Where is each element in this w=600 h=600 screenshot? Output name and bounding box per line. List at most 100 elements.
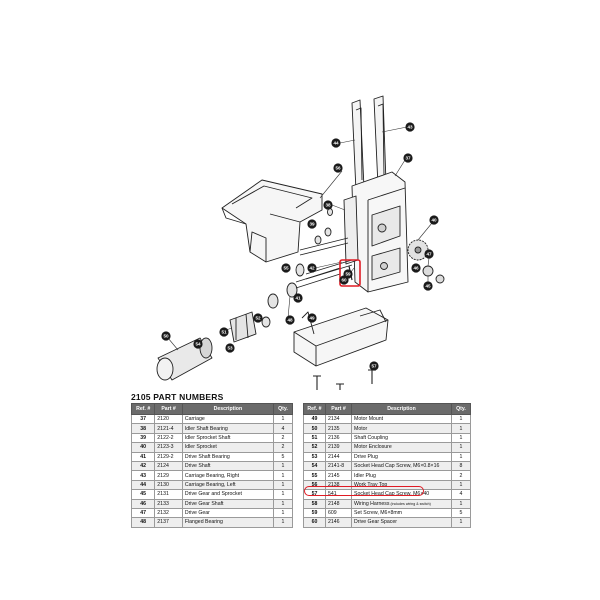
cell-part: 609 [325, 507, 352, 519]
callout-label: 52 [255, 316, 261, 321]
callout-label: 43 [407, 125, 413, 130]
cell-qty: 1 [272, 460, 294, 472]
callout-54: 54 [193, 339, 203, 349]
cell-description: Carriage [181, 413, 274, 425]
cell-qty: 1 [272, 507, 294, 519]
cell-ref: 39 [130, 432, 156, 444]
cell-description: Drive Gear Spacer [351, 517, 452, 528]
cell-description: Idler Plug [351, 470, 452, 481]
callout-bubble [307, 219, 317, 229]
callout-bubble [281, 263, 291, 273]
cell-description: Idler Sprocket [181, 442, 274, 453]
shaft-assembly [267, 208, 353, 309]
cell-ref: 48 [130, 517, 156, 528]
callout-bubble [285, 315, 295, 325]
callout-bubble [307, 263, 317, 273]
callout-40: 40 [429, 215, 439, 225]
motor-mount [229, 311, 271, 343]
cell-ref: 41 [130, 451, 156, 462]
callout-label: 54 [195, 342, 201, 347]
callout-bubble [307, 313, 317, 323]
cell-part: 2141-8 [325, 460, 352, 472]
cell-qty: 1 [272, 517, 294, 528]
header-ref: Ref. # [303, 403, 326, 415]
cell-ref: 60 [303, 517, 326, 528]
header-part: Part # [154, 403, 183, 415]
callout-label: 51 [221, 330, 227, 335]
cell-ref: 42 [130, 460, 156, 472]
callout-label: 39 [309, 222, 315, 227]
cell-part: 2148 [325, 498, 352, 509]
cell-ref: 59 [303, 507, 326, 519]
cell-qty: 1 [451, 479, 471, 491]
cell-part: 2133 [154, 498, 183, 509]
cell-qty: 1 [451, 517, 471, 528]
callout-50: 50 [161, 331, 171, 341]
callout-label: 47 [426, 252, 432, 257]
header-ref: Ref. # [130, 403, 156, 415]
callout-bubble [411, 263, 421, 273]
cell-description: Motor Enclosure [351, 442, 452, 453]
cell-description: Motor [351, 423, 452, 434]
callout-bubble [193, 339, 203, 349]
callout-53: 53 [225, 343, 235, 353]
cell-ref: 53 [303, 451, 326, 462]
cell-description: Motor Mount [351, 413, 452, 425]
callout-bubble [253, 313, 263, 323]
cell-description: Drive Plug [351, 451, 452, 462]
cell-part: 2123-3 [154, 442, 183, 453]
cell-description: Drive Gear Shaft [181, 498, 274, 509]
cell-qty: 1 [272, 470, 294, 481]
cell-part: 2129 [154, 470, 183, 481]
callout-label: 50 [163, 334, 169, 339]
cell-part: 2131 [154, 489, 183, 500]
header-part: Part # [325, 403, 352, 415]
callout-37: 37 [403, 153, 413, 163]
callout-label: 37 [405, 156, 411, 161]
callout-56: 56 [333, 163, 343, 173]
cell-description: Drive Gear and Sprocket [181, 489, 274, 500]
callout-57: 57 [369, 361, 379, 371]
cell-qty: 1 [451, 432, 471, 444]
callout-bubble [219, 327, 229, 337]
cell-ref: 40 [130, 442, 156, 453]
cell-qty: 1 [272, 413, 294, 425]
callout-51: 51 [219, 327, 229, 337]
callout-bubble [293, 293, 303, 303]
callout-label: 38 [325, 203, 331, 208]
callout-52: 52 [253, 313, 263, 323]
callout-bubble [323, 200, 333, 210]
carriage-bearing-rails [351, 95, 387, 192]
cell-qty: 8 [451, 460, 471, 472]
cell-qty: 2 [272, 432, 294, 444]
motor [156, 337, 213, 381]
callout-bubble [331, 138, 341, 148]
callout-44: 44 [331, 138, 341, 148]
cell-ref: 54 [303, 460, 326, 472]
description-note: (includes wiring & switch) [389, 501, 431, 506]
callout-label: 55 [283, 266, 289, 271]
cell-part: 2124 [154, 460, 183, 472]
callout-39: 39 [307, 219, 317, 229]
callout-47: 47 [424, 249, 434, 259]
leader-lines [167, 126, 433, 351]
callout-label: 46 [413, 266, 419, 271]
callout-label: 49 [309, 316, 315, 321]
